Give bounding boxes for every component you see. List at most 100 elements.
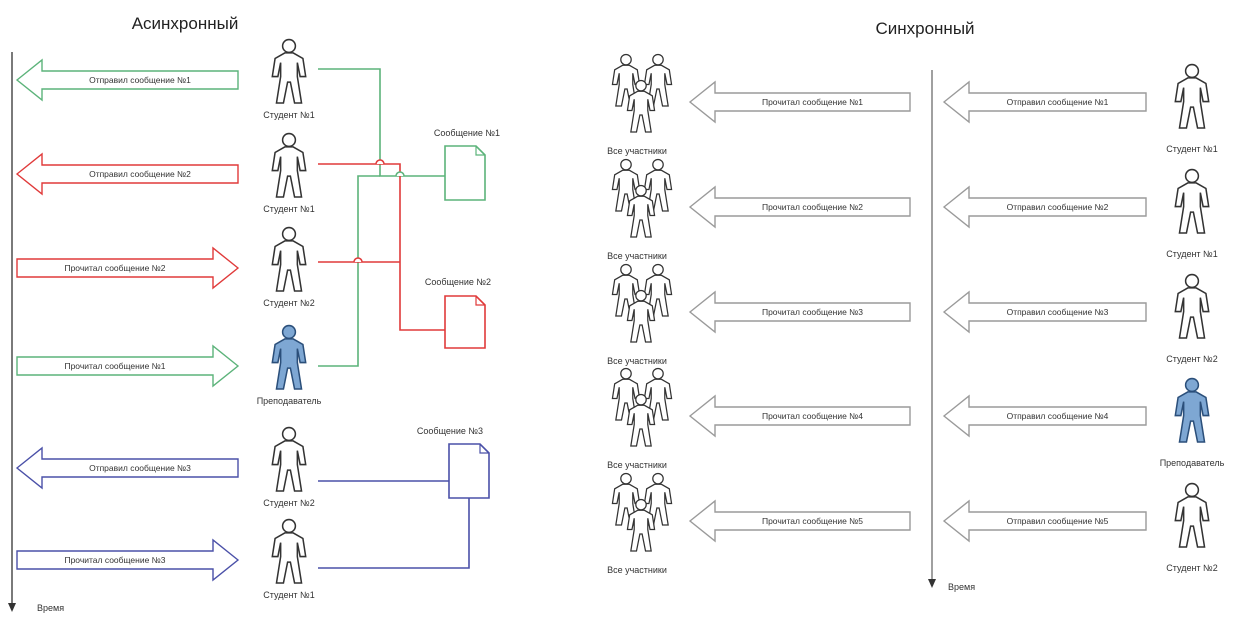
sync-send-arrow-1: Отправил сообщение №1 (942, 80, 1147, 124)
sync-read-arrow-2: Прочитал сообщение №2 (688, 185, 911, 229)
sync-group-3-person-c-icon (626, 289, 656, 343)
async-actor-2-label: Студент №1 (263, 204, 314, 214)
async-document-1-label: Сообщение №1 (434, 128, 500, 138)
async-link-hop-1 (375, 159, 385, 165)
async-actor-6-label: Студент №1 (263, 590, 314, 600)
sync-actor-2-icon (1174, 168, 1210, 234)
sync-actor-1-icon (1174, 63, 1210, 129)
async-document-2-icon (444, 295, 486, 349)
async-arrow-4: Прочитал сообщение №1 (16, 344, 240, 388)
sync-group-5-label: Все участники (607, 565, 667, 575)
sync-actor-2-label: Студент №1 (1166, 249, 1217, 259)
async-actor-3-label: Студент №2 (263, 298, 314, 308)
async-document-3-icon-page (448, 443, 490, 499)
sync-title: Синхронный (875, 19, 974, 38)
sync-actor-1-icon-head (1184, 63, 1200, 79)
sync-read-arrow-1-shape (688, 80, 911, 124)
sync-group-5-icon (611, 472, 673, 552)
sync-send-arrow-2: Отправил сообщение №2 (942, 185, 1147, 229)
sync-group-1-label: Все участники (607, 146, 667, 156)
async-actor-2-icon-head (281, 132, 297, 148)
sync-group-3-person-a-icon-head (620, 263, 632, 276)
sync-read-arrow-4-shape (688, 394, 911, 438)
sync-group-5-person-b-icon-head (652, 472, 664, 485)
sync-group-4-person-a-icon-head (620, 367, 632, 380)
async-actor-2-icon (271, 132, 307, 198)
sync-send-arrow-4-label: Отправил сообщение №4 (1007, 411, 1109, 421)
async-link-green-sender (318, 68, 445, 177)
async-actor-6-icon-body (271, 532, 307, 584)
sync-actor-5-icon (1174, 482, 1210, 548)
async-title: Асинхронный (132, 14, 239, 33)
async-arrow-2: Отправил сообщение №2 (15, 152, 239, 196)
async-arrow-1: Отправил сообщение №1 (15, 58, 239, 102)
sync-send-arrow-3: Отправил сообщение №3 (942, 290, 1147, 334)
sync-group-2-person-c-icon (626, 184, 656, 238)
sync-send-arrow-5-shape (942, 499, 1147, 543)
sync-read-arrow-2-shape (688, 185, 911, 229)
async-arrow-1-shape (15, 58, 239, 102)
async-actor-3-icon (271, 226, 307, 292)
sync-group-2-person-c-icon-body (626, 195, 656, 238)
sync-group-4-icon (611, 367, 673, 447)
sync-read-arrow-1-label: Прочитал сообщение №1 (762, 97, 863, 107)
sync-timeline-arrowhead (928, 579, 936, 588)
async-arrow-3: Прочитал сообщение №2 (16, 246, 240, 290)
sync-send-arrow-1-shape (942, 80, 1147, 124)
sync-send-arrow-5: Отправил сообщение №5 (942, 499, 1147, 543)
sync-actor-4-icon-head (1184, 377, 1200, 393)
async-document-2-label: Сообщение №2 (425, 277, 491, 287)
sync-actor-3-icon-body (1174, 287, 1210, 339)
async-arrow-6: Прочитал сообщение №3 (16, 538, 240, 582)
async-arrow-6-label: Прочитал сообщение №3 (64, 555, 165, 565)
sync-send-arrow-2-shape (942, 185, 1147, 229)
sync-group-5-person-c-icon (626, 498, 656, 552)
async-link-red-sender (318, 163, 445, 331)
sync-send-arrow-4: Отправил сообщение №4 (942, 394, 1147, 438)
sync-actor-3-label: Студент №2 (1166, 354, 1217, 364)
sync-actor-4-label: Преподаватель (1160, 458, 1225, 468)
sync-send-arrow-4-shape (942, 394, 1147, 438)
sync-read-arrow-2-label: Прочитал сообщение №2 (762, 202, 863, 212)
async-actor-1-icon-head (281, 38, 297, 54)
async-timeline-arrowhead (8, 603, 16, 612)
sync-actor-5-icon-head (1184, 482, 1200, 498)
sync-read-arrow-5-shape (688, 499, 911, 543)
async-actor-3-icon-body (271, 240, 307, 292)
sync-group-1-person-c-icon-head (635, 79, 647, 92)
async-arrow-5-label: Отправил сообщение №3 (89, 463, 191, 473)
async-document-2-icon-page (444, 295, 486, 349)
sync-send-arrow-5-label: Отправил сообщение №5 (1007, 516, 1109, 526)
async-actor-2-icon-body (271, 146, 307, 198)
async-actor-5-icon-head (281, 426, 297, 442)
sync-read-arrow-4: Прочитал сообщение №4 (688, 394, 911, 438)
sync-actor-3-icon-head (1184, 273, 1200, 289)
async-document-3-icon-fold (479, 444, 489, 454)
sync-actor-2-icon-head (1184, 168, 1200, 184)
async-arrow-2-label: Отправил сообщение №2 (89, 169, 191, 179)
async-link-hop-3 (395, 171, 405, 177)
async-actor-6-icon-head (281, 518, 297, 534)
async-arrow-4-shape (16, 344, 240, 388)
sync-group-1-person-c-icon-body (626, 90, 656, 133)
sync-actor-1-icon-body (1174, 77, 1210, 129)
sync-group-5-person-c-icon-head (635, 498, 647, 511)
async-arrow-3-label: Прочитал сообщение №2 (64, 263, 165, 273)
sync-group-4-person-c-icon (626, 393, 656, 447)
sync-send-arrow-2-label: Отправил сообщение №2 (1007, 202, 1109, 212)
async-document-1-icon (444, 145, 486, 201)
async-link-green-reader (318, 175, 380, 367)
async-document-1-icon-fold (475, 146, 485, 156)
sync-actor-1-label: Студент №1 (1166, 144, 1217, 154)
async-document-3-icon (448, 443, 490, 499)
sync-group-5-person-a-icon-head (620, 472, 632, 485)
sync-actor-4-icon-body (1174, 391, 1210, 443)
sync-group-4-person-c-icon-body (626, 404, 656, 447)
async-actor-3-icon-head (281, 226, 297, 242)
async-link-hop-2 (353, 257, 363, 263)
sync-group-3-person-c-icon-head (635, 289, 647, 302)
async-link-blue-reader (318, 498, 470, 569)
sync-group-2-person-b-icon-head (652, 158, 664, 171)
async-arrow-5-shape (15, 446, 239, 490)
sync-group-1-person-a-icon-head (620, 53, 632, 66)
